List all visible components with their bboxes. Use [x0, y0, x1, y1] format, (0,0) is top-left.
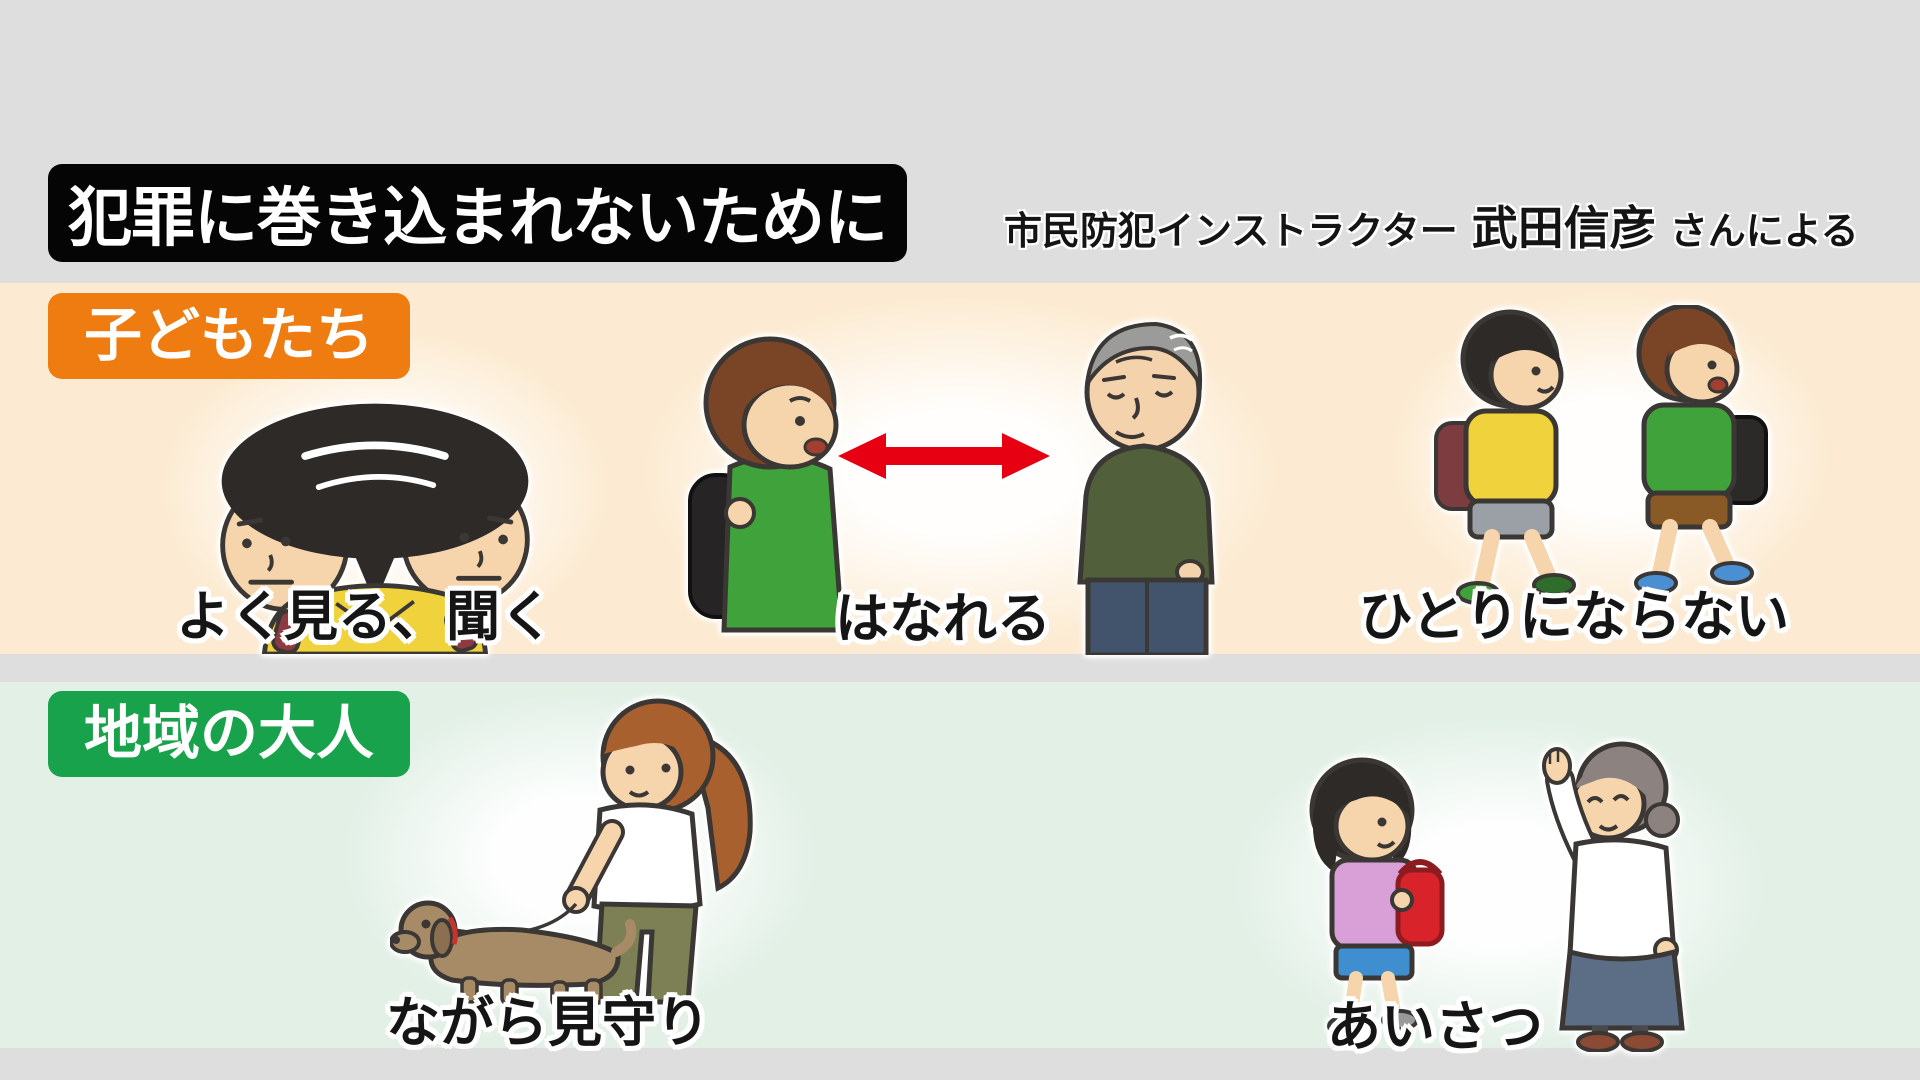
two-children-walking-illustration: [1434, 305, 1768, 605]
adults-section-label: 地域の大人: [48, 691, 411, 777]
child-looking-both-ways-illustration: [220, 403, 530, 654]
boy-with-backpack-illustration: [688, 336, 845, 633]
caption-watch-while-doing: ながら見守り: [386, 993, 710, 1053]
instructor-credit: 市民防犯インストラクター 武田信彦 さんによる: [1004, 192, 1859, 258]
girl-greeting-elderly-woman-illustration: [1309, 741, 1685, 1052]
instructor-name: 武田信彦: [1471, 202, 1656, 254]
caption-greeting: あいさつ: [1327, 997, 1543, 1057]
children-section-label: 子どもたち: [48, 293, 411, 379]
page-title: 犯罪に巻き込まれないために: [68, 182, 888, 254]
header-title-box: 犯罪に巻き込まれないために: [48, 164, 907, 262]
credit-suffix: さんによる: [1669, 211, 1859, 253]
caption-look-and-listen: よく見る、聞く: [176, 587, 554, 647]
credit-role: 市民防犯インストラクター: [1004, 211, 1458, 253]
elderly-man-illustration: [1077, 321, 1215, 655]
distance-arrow-icon: [836, 431, 1052, 481]
caption-dont-be-alone: ひとりにならない: [1358, 587, 1790, 647]
caption-keep-distance: はなれる: [835, 589, 1051, 649]
woman-walking-dog-illustration: [390, 698, 753, 1008]
